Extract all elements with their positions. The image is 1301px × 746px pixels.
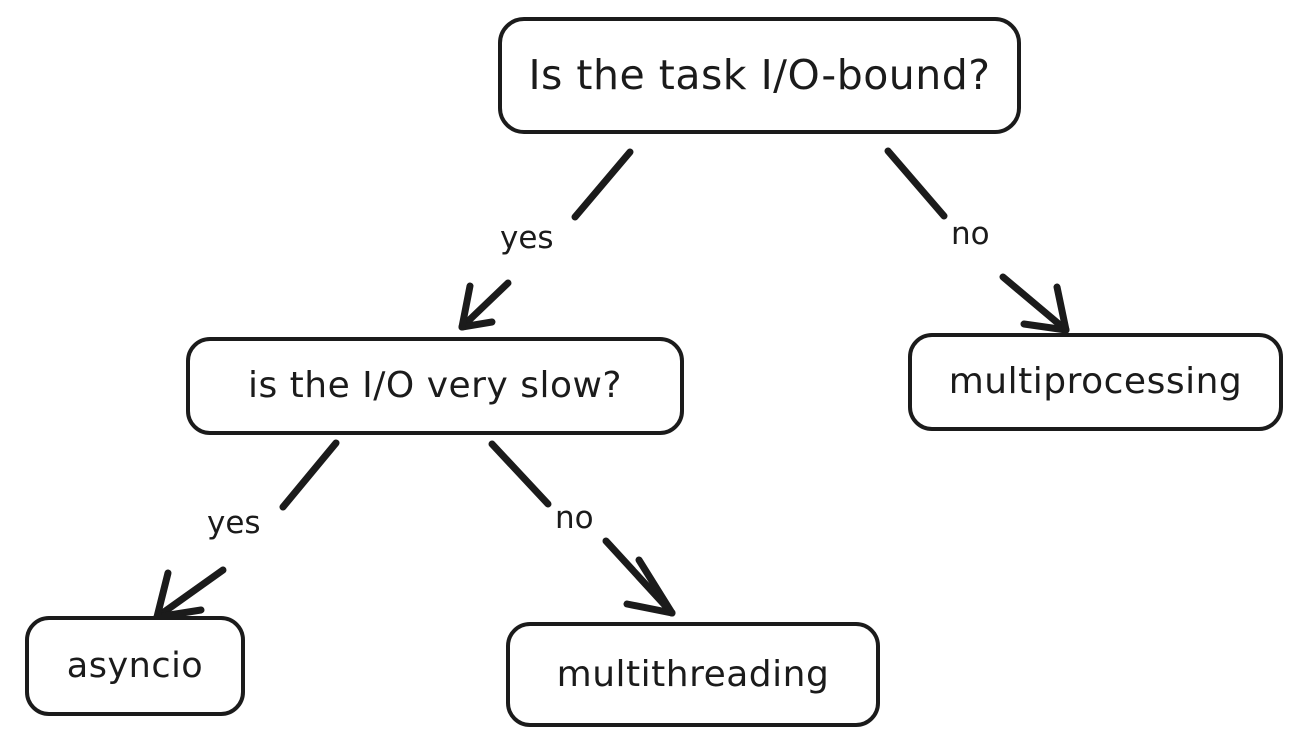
edge-label-root-yes: yes — [500, 220, 554, 256]
edge-io-no — [488, 440, 676, 617]
edge-root-no — [884, 147, 1070, 334]
node-label: multiprocessing — [948, 361, 1243, 403]
node-is-io-very-slow[interactable]: is the I/O very slow? — [186, 337, 684, 435]
node-multiprocessing[interactable]: multiprocessing — [908, 333, 1283, 431]
edge-label-io-no: no — [555, 500, 594, 536]
node-label: multithreading — [556, 653, 830, 695]
edge-root-yes — [458, 148, 634, 331]
node-multithreading[interactable]: multithreading — [506, 622, 880, 727]
node-asyncio[interactable]: asyncio — [25, 616, 245, 716]
node-label: is the I/O very slow? — [247, 365, 623, 407]
edge-io-yes — [153, 439, 340, 621]
node-label: Is the task I/O-bound? — [528, 50, 991, 99]
edge-label-io-yes: yes — [207, 505, 261, 541]
node-label: asyncio — [66, 645, 204, 686]
edge-label-root-no: no — [951, 216, 990, 252]
node-is-task-io-bound[interactable]: Is the task I/O-bound? — [498, 17, 1021, 134]
